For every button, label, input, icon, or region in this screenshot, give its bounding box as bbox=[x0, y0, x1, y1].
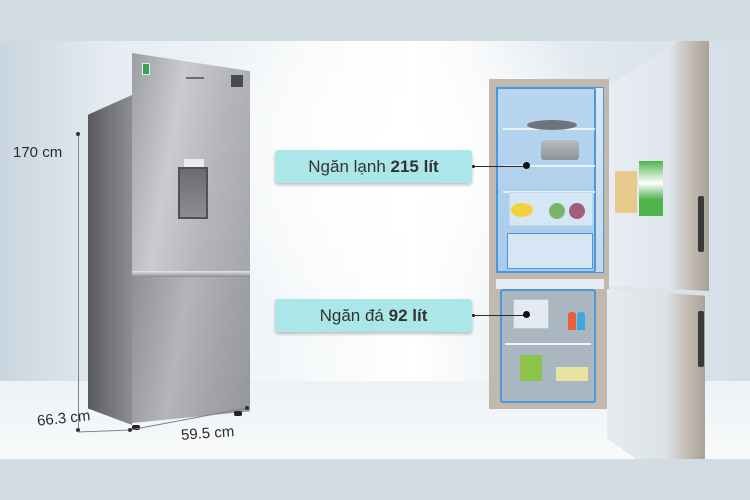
door-handle bbox=[698, 311, 704, 367]
optimal-fresh-drawer bbox=[507, 233, 593, 269]
leader-endpoint bbox=[523, 311, 530, 318]
freezer-shelf bbox=[505, 343, 591, 345]
door-handle bbox=[698, 196, 704, 252]
fridge-open bbox=[489, 41, 709, 459]
top-band bbox=[0, 0, 750, 41]
height-label: 170 cm bbox=[13, 144, 63, 161]
dimension-lines bbox=[77, 406, 249, 433]
pot bbox=[541, 140, 579, 160]
popsicle-mold bbox=[568, 312, 576, 330]
bottom-band bbox=[0, 459, 750, 500]
fridge-open-lower-door bbox=[607, 289, 705, 459]
dimension-endpoint bbox=[76, 132, 80, 136]
water-dispenser bbox=[178, 167, 208, 219]
fridge-foot bbox=[234, 411, 242, 416]
ice-cream-tub bbox=[556, 367, 588, 381]
dispenser-control-panel bbox=[184, 159, 204, 167]
dimension-endpoint bbox=[76, 428, 80, 432]
milk-carton bbox=[639, 161, 663, 216]
callout-label: Ngăn đá bbox=[319, 305, 384, 325]
fridge-lower-door bbox=[132, 277, 250, 423]
fridge-closed bbox=[88, 47, 250, 435]
frozen-food-box bbox=[520, 355, 542, 381]
product-stage: 170 cm 66.3 cm 59.5 cm bbox=[0, 41, 750, 459]
banana bbox=[511, 203, 533, 217]
callout-value: 92 lít bbox=[388, 305, 428, 325]
shelf bbox=[503, 165, 595, 167]
freezer-capacity-callout: Ngăn đá 92 lít bbox=[275, 299, 472, 332]
fridge-capacity-callout: Ngăn lạnh 215 lít bbox=[275, 150, 472, 183]
cabbage bbox=[569, 203, 585, 219]
cereal-box bbox=[615, 171, 637, 213]
leader-line bbox=[473, 166, 526, 167]
melon bbox=[549, 203, 565, 219]
fridge-door-divider bbox=[132, 271, 250, 277]
fridge-foot bbox=[132, 425, 140, 430]
callout-label: Ngăn lạnh bbox=[308, 156, 386, 176]
ice-tray bbox=[513, 299, 549, 329]
leader-endpoint bbox=[523, 162, 530, 169]
compartment-divider bbox=[496, 279, 604, 289]
feature-badge-icon bbox=[231, 75, 243, 87]
leader-line bbox=[473, 315, 526, 316]
brand-logo bbox=[186, 77, 204, 79]
fridge-side-panel bbox=[88, 95, 132, 425]
height-dimension-line bbox=[78, 134, 79, 430]
callout-value: 215 lít bbox=[390, 156, 439, 176]
popsicle-mold bbox=[577, 312, 585, 330]
energy-label-icon bbox=[142, 63, 150, 75]
pan bbox=[527, 120, 577, 130]
